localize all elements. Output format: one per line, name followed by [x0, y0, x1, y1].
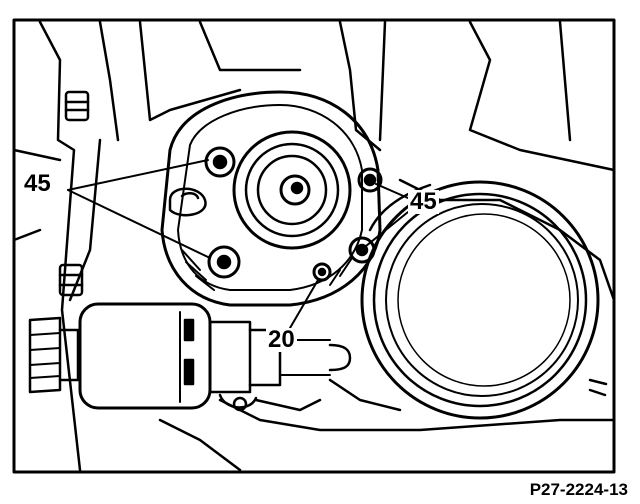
callout-torque-left: 45	[22, 170, 53, 197]
background-bolt	[64, 90, 90, 122]
figure-reference: P27-2224-13	[529, 480, 628, 499]
frame-border	[12, 18, 616, 474]
small-bolt-bottom	[312, 262, 332, 282]
callout-torque-bottom: 20	[266, 326, 297, 353]
large-round-housing	[360, 180, 608, 420]
lower-bracket	[218, 393, 322, 412]
pump-housing	[160, 90, 382, 307]
leader-lines	[67, 159, 409, 329]
background-bolt	[58, 263, 84, 297]
mounting-bolt-lower-left	[207, 245, 241, 279]
mounting-bolt-right	[357, 167, 383, 193]
callout-torque-right: 45	[408, 188, 439, 215]
bracket-lobes	[168, 187, 207, 217]
sensor-unit	[28, 302, 352, 410]
mounting-bolt-upper-left	[204, 146, 236, 178]
pump-hub	[232, 130, 352, 250]
